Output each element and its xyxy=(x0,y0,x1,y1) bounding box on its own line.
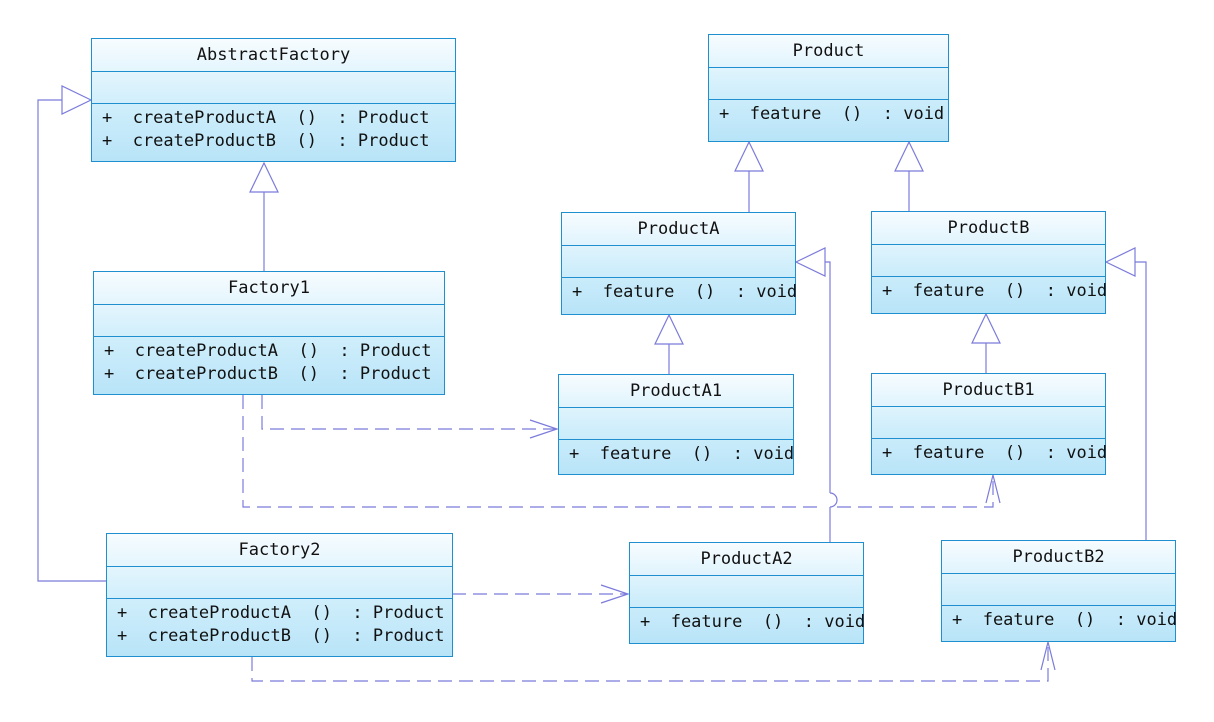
dependency-factory1-productb1 xyxy=(242,395,994,508)
operation: + feature () : void xyxy=(882,281,1108,301)
operation: + createProductB () : Product xyxy=(104,364,432,384)
operation: + feature () : void xyxy=(882,443,1108,463)
dependency-factory2-productb2 xyxy=(251,643,1049,682)
generalization-productb2-productb xyxy=(1104,247,1147,540)
operation: + feature () : void xyxy=(572,282,798,302)
attributes-compartment xyxy=(872,245,1105,277)
operation: + createProductA () : Product xyxy=(104,341,432,361)
class-product-b: ProductB + feature () : void xyxy=(871,211,1108,314)
operation: + createProductA () : Product xyxy=(102,108,430,128)
class-factory2: Factory2 + createProductA () : Product +… xyxy=(106,533,453,657)
class-name: Product xyxy=(709,35,948,68)
class-product-a2: ProductA2 + feature () : void xyxy=(629,542,866,644)
generalization-factory1-abstractfactory xyxy=(249,161,279,272)
class-product-b2: ProductB2 + feature () : void xyxy=(941,540,1178,642)
dependency-factory1-producta1 xyxy=(261,395,556,430)
operations-compartment: + feature () : void xyxy=(942,606,1178,632)
class-name: ProductB xyxy=(872,212,1105,245)
attributes-compartment xyxy=(709,68,948,100)
generalization-factory2-abstractfactory xyxy=(37,85,106,582)
generalization-productb1-productb xyxy=(971,312,1001,373)
attributes-compartment xyxy=(107,567,452,599)
class-product-a: ProductA + feature () : void xyxy=(561,212,798,315)
class-name: ProductB2 xyxy=(942,541,1175,574)
class-name: Factory1 xyxy=(94,272,444,305)
operations-compartment: + feature () : void xyxy=(562,278,798,304)
generalization-producta-product xyxy=(734,140,764,212)
class-name: Factory2 xyxy=(107,534,452,567)
operation: + feature () : void xyxy=(569,444,795,464)
class-factory1: Factory1 + createProductA () : Product +… xyxy=(93,271,445,395)
class-name: ProductB1 xyxy=(872,374,1105,407)
operations-compartment: + createProductA () : Product + createPr… xyxy=(94,337,444,386)
class-product-a1: ProductA1 + feature () : void xyxy=(558,374,794,475)
generalization-productb-product xyxy=(894,140,924,212)
operations-compartment: + feature () : void xyxy=(709,100,948,126)
arrowhead-productb2 xyxy=(1040,641,1056,671)
attributes-compartment xyxy=(559,408,793,440)
operations-compartment: + feature () : void xyxy=(630,608,866,634)
class-product-b1: ProductB1 + feature () : void xyxy=(871,373,1108,475)
class-name: AbstractFactory xyxy=(92,39,455,72)
class-name: ProductA1 xyxy=(559,375,793,408)
class-product: Product + feature () : void xyxy=(708,34,949,142)
operation: + createProductA () : Product xyxy=(117,603,445,623)
operation: + feature () : void xyxy=(952,610,1178,630)
operations-compartment: + feature () : void xyxy=(872,277,1108,303)
operation: + createProductB () : Product xyxy=(117,626,445,646)
operation: + createProductB () : Product xyxy=(102,131,430,151)
operations-compartment: + feature () : void xyxy=(872,439,1108,465)
class-abstract-factory: AbstractFactory + createProductA () : Pr… xyxy=(91,38,456,162)
operations-compartment: + createProductA () : Product + createPr… xyxy=(92,104,455,153)
arrowhead-producta1 xyxy=(529,419,559,439)
class-name: ProductA xyxy=(562,213,795,246)
generalization-producta2-producta xyxy=(794,247,838,542)
operation: + feature () : void xyxy=(640,612,866,632)
arrowhead-producta2 xyxy=(600,584,630,604)
attributes-compartment xyxy=(94,305,444,337)
attributes-compartment xyxy=(942,574,1175,606)
class-name: ProductA2 xyxy=(630,543,863,576)
arrowhead-productb1 xyxy=(985,474,1001,504)
attributes-compartment xyxy=(630,576,863,608)
operations-compartment: + createProductA () : Product + createPr… xyxy=(107,599,452,648)
attributes-compartment xyxy=(872,407,1105,439)
generalization-producta1-producta xyxy=(654,313,684,374)
operation: + feature () : void xyxy=(719,104,945,124)
attributes-compartment xyxy=(562,246,795,278)
operations-compartment: + feature () : void xyxy=(559,440,795,466)
attributes-compartment xyxy=(92,72,455,104)
